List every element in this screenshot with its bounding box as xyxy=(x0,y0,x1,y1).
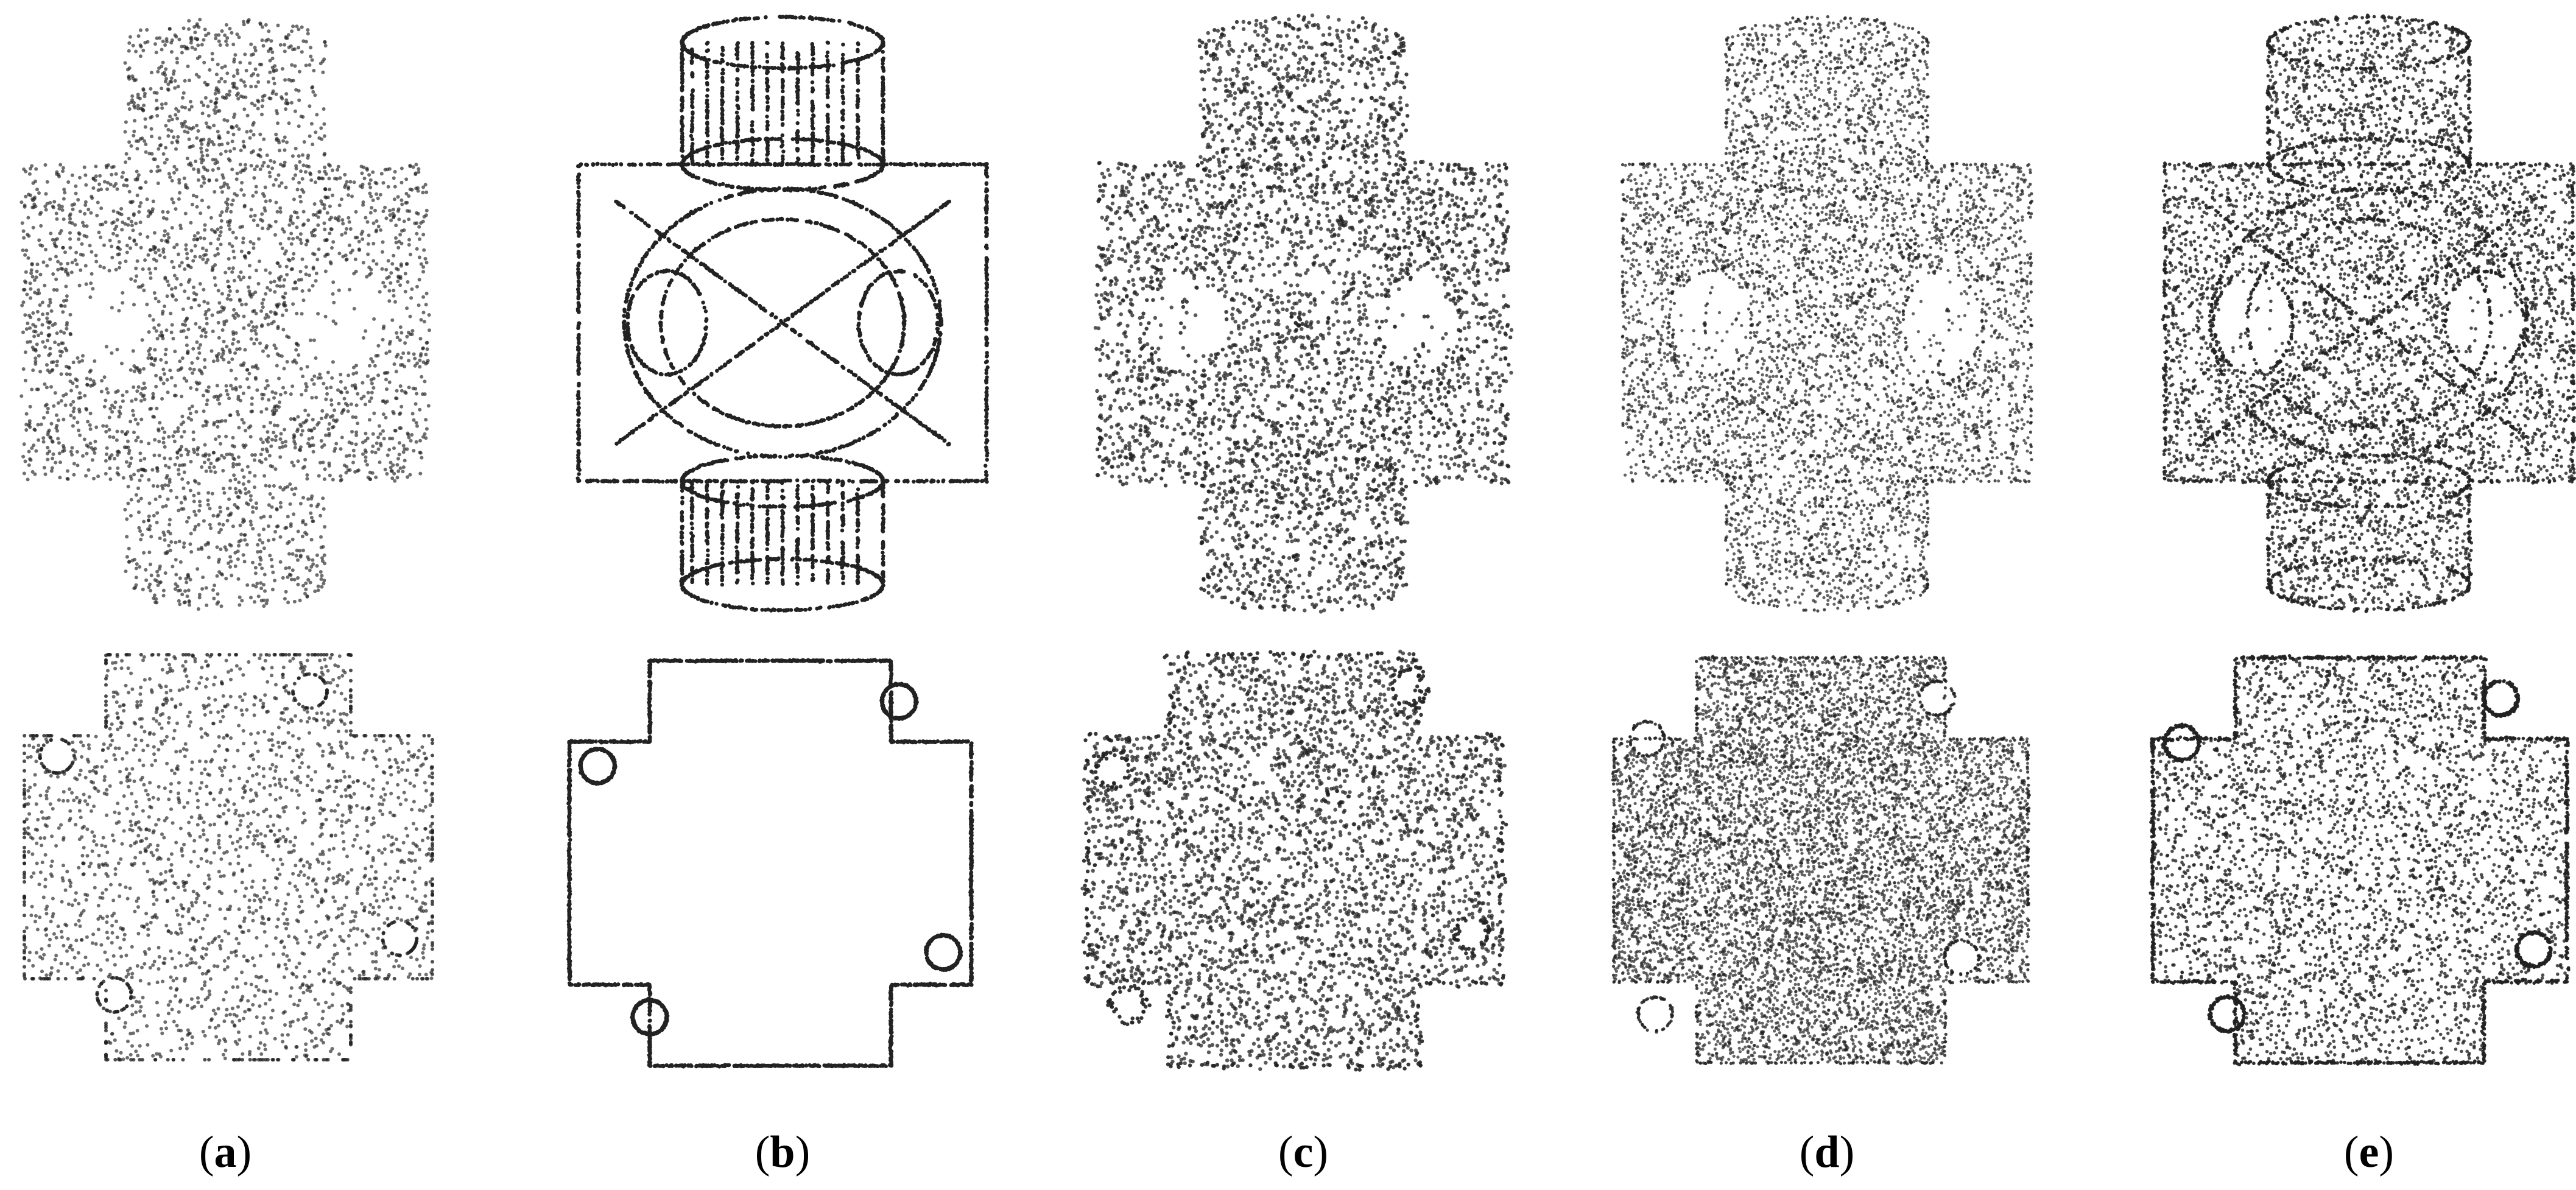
caption-d: (d) xyxy=(1766,1122,1888,1183)
caption-e: (e) xyxy=(2308,1122,2430,1183)
panel-e-point-cloud xyxy=(2148,13,2576,1066)
panel-c-point-cloud xyxy=(1080,13,1514,1072)
caption-c: (c) xyxy=(1242,1122,1364,1183)
panel-a-point-cloud xyxy=(19,18,434,1061)
caption-a: (a) xyxy=(164,1122,286,1183)
caption-b: (b) xyxy=(722,1122,843,1183)
panel-b-point-cloud xyxy=(566,15,990,1069)
panel-d-point-cloud xyxy=(1611,15,2034,1066)
